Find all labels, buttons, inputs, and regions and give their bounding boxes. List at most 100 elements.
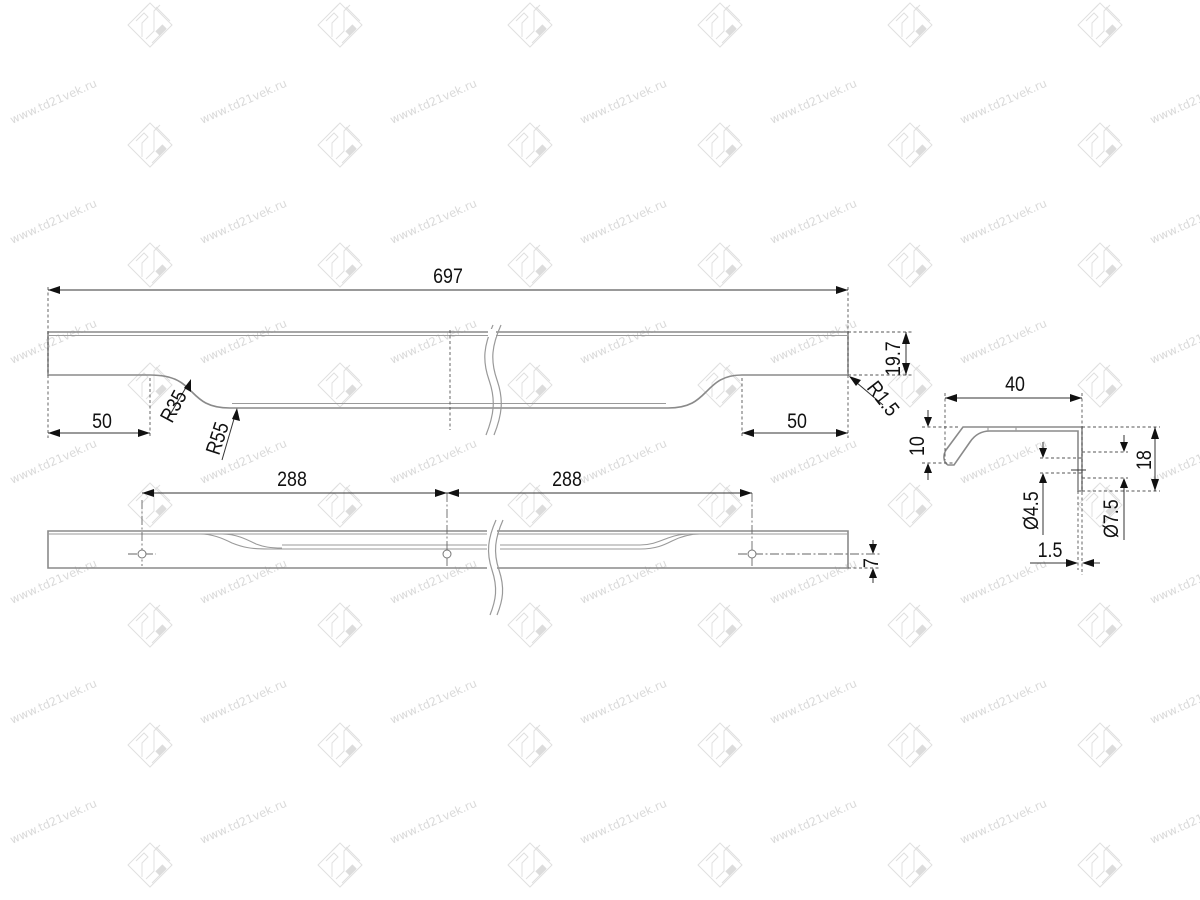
watermark-text: www.td21vek.ru <box>388 196 479 247</box>
watermark-text: www.td21vek.ru <box>8 196 99 247</box>
watermark-text: www.td21vek.ru <box>958 556 1049 607</box>
watermark-text: www.td21vek.ru <box>578 676 669 727</box>
dim-hole-spacing-left: 288 <box>277 468 307 492</box>
watermark-text: www.td21vek.ru <box>578 436 669 487</box>
profile-view: 40 10 18 Ø4.5 Ø7.5 <box>906 373 1160 575</box>
watermark-logo-icon <box>127 482 173 528</box>
watermark-logo-icon <box>317 482 363 528</box>
mounting-hole-1 <box>128 500 156 566</box>
dim-hole-spacing-right: 288 <box>552 468 582 492</box>
watermark-logo-icon <box>887 482 933 528</box>
watermark-text: www.td21vek.ru <box>578 796 669 847</box>
watermark-logo-icon <box>507 482 553 528</box>
watermark-logo-icon <box>887 242 933 288</box>
dim-right-offset: 50 <box>787 410 807 434</box>
watermark-logo-icon <box>127 722 173 768</box>
watermark-text: www.td21vek.ru <box>1148 796 1200 847</box>
watermark-logo-icon <box>317 122 363 168</box>
dim-lip-height: 10 <box>906 436 930 456</box>
watermark-text: www.td21vek.ru <box>1148 556 1200 607</box>
watermark-logo-icon <box>1077 242 1123 288</box>
break-symbol-bottom <box>487 519 504 616</box>
watermark-text: www.td21vek.ru <box>958 436 1049 487</box>
watermark-text: www.td21vek.ru <box>1148 196 1200 247</box>
watermark-text: www.td21vek.ru <box>8 796 99 847</box>
watermark-text: www.td21vek.ru <box>768 676 859 727</box>
watermark-logo-icon <box>1077 362 1123 408</box>
watermark-text: www.td21vek.ru <box>578 316 669 367</box>
watermark-text: www.td21vek.ru <box>1148 316 1200 367</box>
watermark-text: www.td21vek.ru <box>8 76 99 127</box>
watermark-logo-icon <box>317 842 363 888</box>
bottom-view: 288 288 7 <box>47 468 884 616</box>
watermark-logo-icon <box>1077 2 1123 48</box>
watermark-logo-icon <box>507 722 553 768</box>
watermark-logo-icon <box>887 122 933 168</box>
watermark-logo-icon <box>697 842 743 888</box>
watermark-text: www.td21vek.ru <box>8 676 99 727</box>
watermark-text: www.td21vek.ru <box>8 556 99 607</box>
watermark-logo-icon <box>507 122 553 168</box>
watermark-logo-icon <box>507 362 553 408</box>
watermark-logo-icon <box>127 122 173 168</box>
dim-overall-length: 697 <box>433 265 463 289</box>
watermark-logo-icon <box>507 242 553 288</box>
watermark-text: www.td21vek.ru <box>8 316 99 367</box>
top-view-outline <box>47 331 849 409</box>
watermark-logo-icon <box>507 602 553 648</box>
watermark-text: www.td21vek.ru <box>388 436 479 487</box>
watermark-logo-icon <box>127 242 173 288</box>
watermark-text: www.td21vek.ru <box>578 196 669 247</box>
watermark-text: www.td21vek.ru <box>198 316 289 367</box>
watermark-logo-icon <box>1077 122 1123 168</box>
watermark-logo-icon <box>317 242 363 288</box>
watermark-text: www.td21vek.ru <box>198 796 289 847</box>
watermark-text: www.td21vek.ru <box>768 76 859 127</box>
mounting-hole-3 <box>738 493 880 566</box>
watermark-text: www.td21vek.ru <box>198 76 289 127</box>
watermark-logo-icon <box>887 602 933 648</box>
dim-left-offset: 50 <box>92 410 112 434</box>
watermark-text: www.td21vek.ru <box>768 796 859 847</box>
watermark-text: www.td21vek.ru <box>388 316 479 367</box>
watermark-text: www.td21vek.ru <box>198 196 289 247</box>
watermark-text: www.td21vek.ru <box>578 556 669 607</box>
watermark-text: www.td21vek.ru <box>198 556 289 607</box>
watermark-logo-icon <box>317 2 363 48</box>
watermark-logo-icon <box>887 722 933 768</box>
watermark-logo-icon <box>317 362 363 408</box>
watermark-logo-icon <box>697 482 743 528</box>
recess-left <box>199 533 269 550</box>
watermark-logo-icon <box>127 602 173 648</box>
watermark-text: www.td21vek.ru <box>768 556 859 607</box>
watermark-logo-icon <box>1077 722 1123 768</box>
dim-total-height: 18 <box>1133 450 1157 470</box>
dim-wall-thickness: 1.5 <box>1038 539 1063 563</box>
recess-right <box>622 533 701 550</box>
dim-corner-radius: R1.5 <box>862 377 904 421</box>
dim-hole-offset: 7 <box>860 558 884 568</box>
watermark-logo-icon <box>697 602 743 648</box>
watermark-logo-icon <box>887 2 933 48</box>
watermark-logo-icon <box>697 122 743 168</box>
dim-height-19-7: 19.7 <box>882 341 906 376</box>
watermark-logo-icon <box>127 2 173 48</box>
watermark-text: www.td21vek.ru <box>958 196 1049 247</box>
watermark-logo-icon <box>887 842 933 888</box>
watermark-logo-icon <box>697 2 743 48</box>
watermark-logo-icon <box>507 842 553 888</box>
dim-radius-r55: R55 <box>202 419 235 458</box>
watermark-logo-icon <box>697 362 743 408</box>
watermark-text: www.td21vek.ru <box>578 76 669 127</box>
watermark-logo-icon <box>317 602 363 648</box>
watermark-text: www.td21vek.ru <box>768 436 859 487</box>
dim-hole-diameter-small: Ø4.5 <box>1020 491 1044 530</box>
mounting-hole-2 <box>442 493 452 566</box>
watermark-text: www.td21vek.ru <box>388 76 479 127</box>
watermark-text: www.td21vek.ru <box>388 796 479 847</box>
watermark-text: www.td21vek.ru <box>768 196 859 247</box>
watermark-text: www.td21vek.ru <box>768 316 859 367</box>
watermark-logo-icon <box>1077 602 1123 648</box>
break-symbol <box>484 324 502 436</box>
